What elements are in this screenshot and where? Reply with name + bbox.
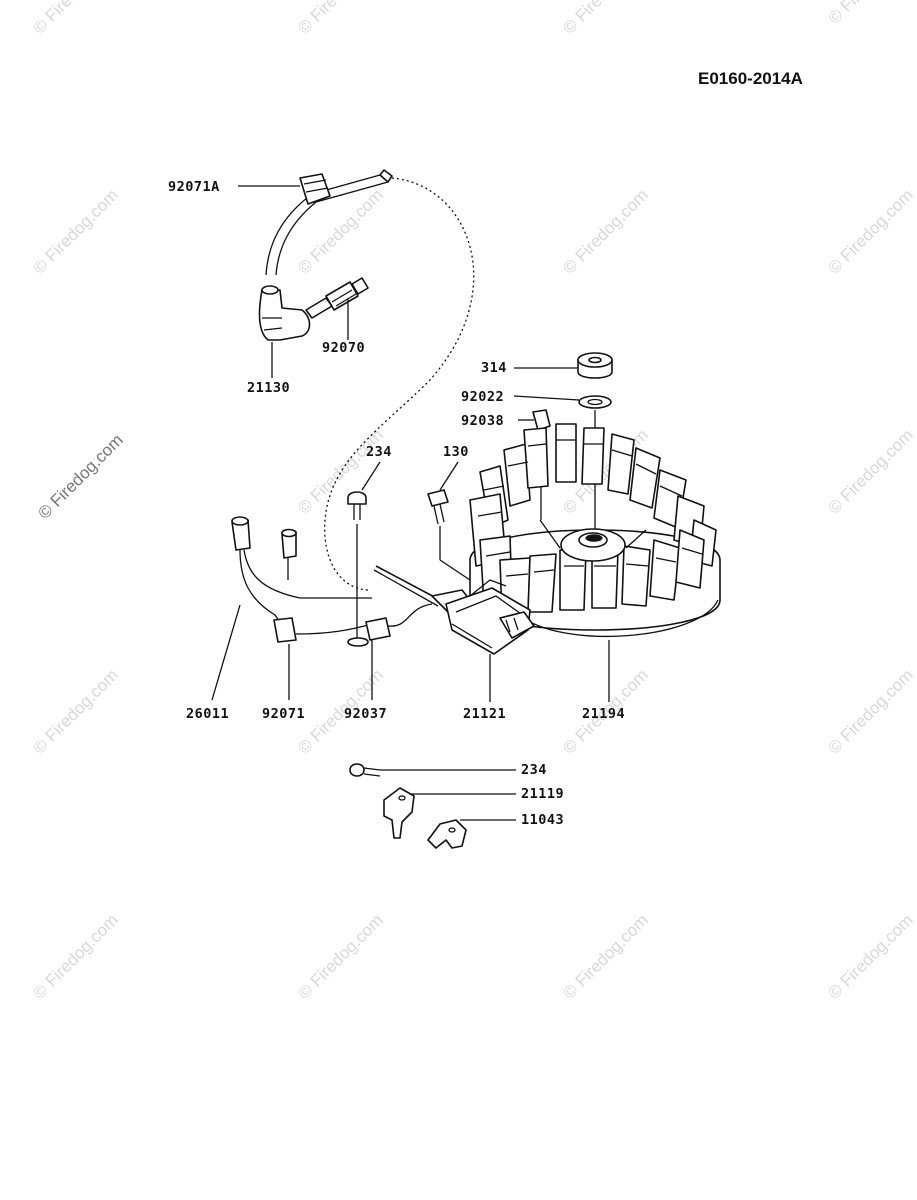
plug-cap-21130 bbox=[258, 289, 311, 341]
watermark: © Firedog.com bbox=[34, 430, 126, 522]
part-label-21121: 21121 bbox=[463, 706, 506, 722]
part-label-11043: 11043 bbox=[521, 812, 564, 828]
watermark: © Firedog.com bbox=[559, 185, 651, 277]
washer-92022 bbox=[578, 395, 612, 409]
part-label-234-lower: 234 bbox=[521, 762, 547, 778]
flywheel-hardware bbox=[532, 352, 613, 431]
watermark: © Firedog.com bbox=[824, 910, 916, 1002]
watermark: © Firedog.com bbox=[559, 910, 651, 1002]
clamp-92071 bbox=[273, 617, 297, 643]
bolt-130 bbox=[427, 489, 449, 507]
drawing-code: E0160-2014A bbox=[698, 69, 803, 88]
watermark: © Firedog.com bbox=[29, 910, 121, 1002]
spark-plug-assembly bbox=[258, 169, 475, 591]
watermark: © Firedog.com bbox=[29, 0, 121, 38]
watermark: © Firedog.com bbox=[824, 185, 916, 277]
watermark: © Firedog.com bbox=[559, 0, 651, 38]
bracket-21119 bbox=[383, 787, 415, 839]
screw-234 bbox=[347, 491, 367, 505]
part-label-92038: 92038 bbox=[461, 413, 504, 429]
screws bbox=[347, 489, 449, 525]
ignition-coil-21121 bbox=[373, 565, 535, 655]
part-label-21130: 21130 bbox=[247, 380, 290, 396]
grommet-92071a bbox=[299, 173, 331, 205]
watermark: © Firedog.com bbox=[29, 185, 121, 277]
watermark: © Firedog.com bbox=[29, 665, 121, 757]
flywheel-21194 bbox=[469, 423, 721, 638]
key-92038 bbox=[532, 409, 551, 431]
watermark: © Firedog.com bbox=[294, 425, 386, 517]
part-label-314: 314 bbox=[481, 360, 507, 376]
part-label-92071a: 92071A bbox=[168, 179, 220, 195]
watermark: © Firedog.com bbox=[294, 910, 386, 1002]
part-label-92022: 92022 bbox=[461, 389, 504, 405]
ground-terminal-92037 bbox=[347, 637, 369, 647]
part-label-92071: 92071 bbox=[262, 706, 305, 722]
part-label-21194: 21194 bbox=[582, 706, 625, 722]
part-label-92070: 92070 bbox=[322, 340, 365, 356]
bolt-234 bbox=[349, 763, 365, 777]
watermark: © Firedog.com bbox=[294, 0, 386, 38]
wiring-harness bbox=[231, 516, 433, 647]
plate-11043 bbox=[427, 819, 467, 849]
part-label-92037: 92037 bbox=[344, 706, 387, 722]
part-label-234-upper: 234 bbox=[366, 444, 392, 460]
stop-switch-assembly bbox=[349, 763, 467, 849]
watermark: © Firedog.com bbox=[824, 665, 916, 757]
watermark: © Firedog.com bbox=[824, 425, 916, 517]
part-label-26011: 26011 bbox=[186, 706, 229, 722]
part-label-21119: 21119 bbox=[521, 786, 564, 802]
part-label-130: 130 bbox=[443, 444, 469, 460]
watermark: © Firedog.com bbox=[824, 0, 916, 28]
